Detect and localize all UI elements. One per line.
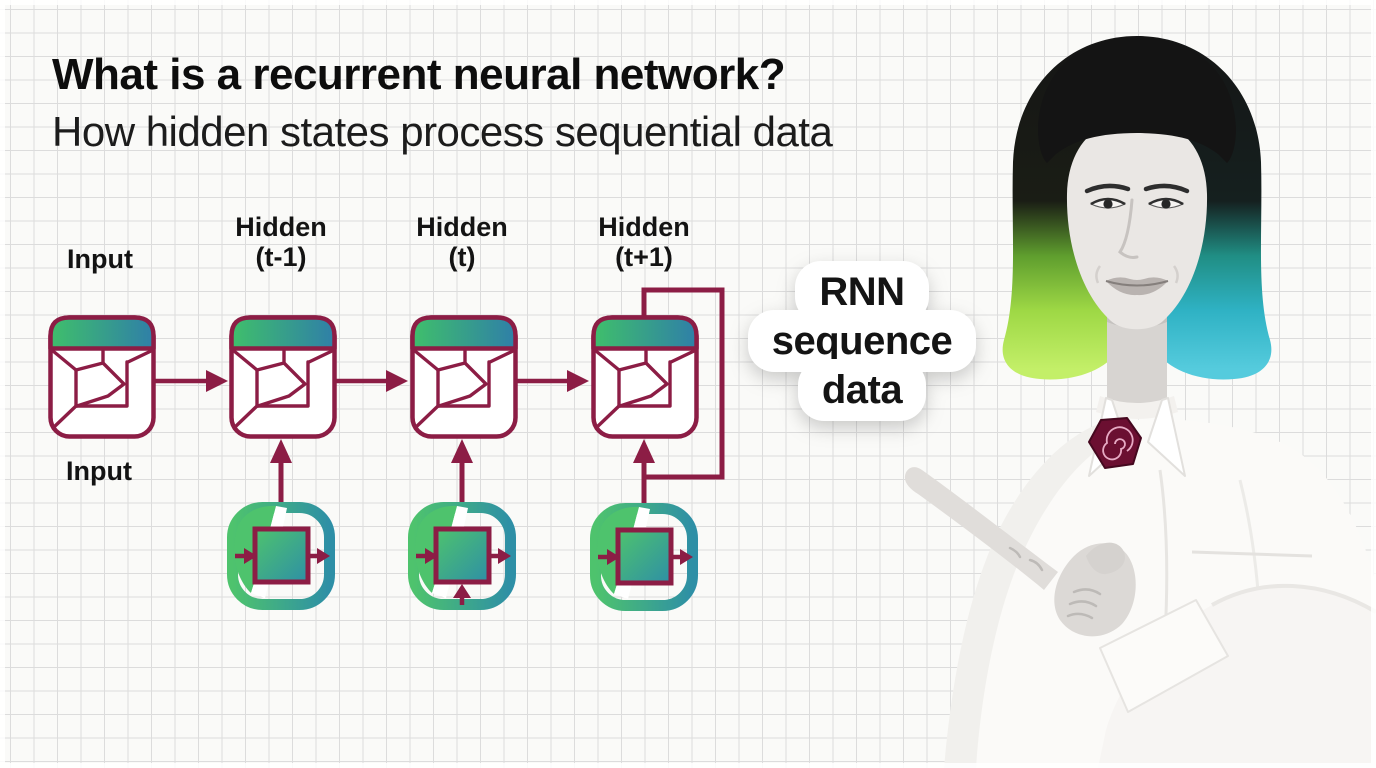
rnn-cell-hidden-t bbox=[413, 318, 516, 437]
presenter-nose bbox=[1118, 198, 1139, 259]
presenter-mouth bbox=[1095, 265, 1179, 296]
rnn-cell-hidden-t-plus-1 bbox=[594, 318, 697, 437]
shirt-cuff bbox=[1099, 599, 1229, 713]
rnn-cell-hidden-t-1 bbox=[232, 318, 335, 437]
recurrent-loop-arrow bbox=[641, 287, 725, 480]
presenter-eyebrows bbox=[1084, 183, 1190, 194]
label-input-bottom: Input bbox=[66, 456, 132, 486]
rnn-diagram bbox=[0, 287, 725, 670]
connector-arrow-3 bbox=[633, 439, 655, 504]
input-unit-3 bbox=[596, 507, 694, 606]
label-input-node: Input bbox=[67, 244, 133, 274]
sticker-line-3: data bbox=[797, 359, 927, 421]
input-unit-1 bbox=[233, 506, 331, 605]
rnn-cell-input bbox=[51, 318, 154, 437]
label-hidden-t-plus-1: Hidden (t+1) bbox=[598, 212, 690, 273]
input-connector-arrows bbox=[270, 439, 655, 504]
index-finger bbox=[904, 467, 1058, 590]
flow-arrow-3 bbox=[514, 370, 589, 392]
page-title: What is a recurrent neural network? bbox=[52, 50, 786, 99]
presenter-face bbox=[1038, 38, 1236, 330]
cell-flow-arrows bbox=[152, 370, 589, 392]
flow-arrow-2 bbox=[333, 370, 408, 392]
presenter-photo bbox=[904, 36, 1376, 768]
connector-arrow-2 bbox=[451, 439, 473, 504]
connector-arrow-1 bbox=[270, 439, 292, 504]
input-unit-2 bbox=[414, 506, 512, 605]
page-subtitle: How hidden states process sequential dat… bbox=[52, 108, 833, 155]
presenter-bangs bbox=[1038, 38, 1236, 163]
pointing-hand bbox=[904, 467, 1136, 637]
rnn-sticker: RNN sequence data bbox=[747, 261, 977, 421]
label-input-text: Input bbox=[67, 244, 133, 274]
label-hidden-t: Hidden (t) bbox=[416, 212, 508, 273]
collar-right bbox=[1147, 397, 1186, 477]
rose-brooch bbox=[1088, 417, 1142, 469]
label-hidden-t-1: Hidden (t-1) bbox=[235, 212, 327, 273]
presenter-eyes bbox=[1089, 197, 1185, 209]
unit-bottom-arrow bbox=[453, 584, 471, 605]
presenter-arm-sleeve bbox=[1098, 583, 1376, 768]
flow-arrow-1 bbox=[152, 370, 228, 392]
